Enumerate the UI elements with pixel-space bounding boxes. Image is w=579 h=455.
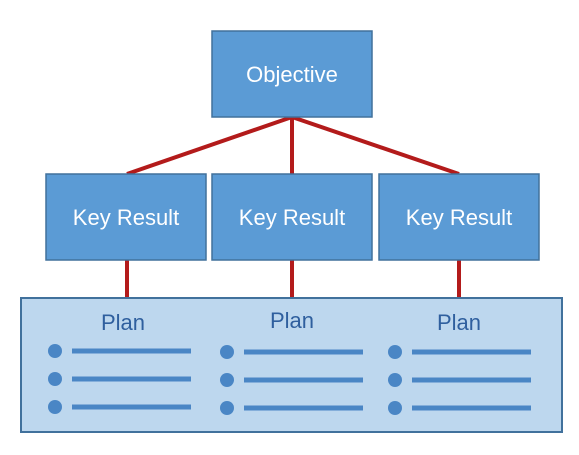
plan-column-3: Plan [388, 310, 531, 415]
plan-column-2: Plan [220, 308, 363, 415]
key-result-node-1: Key Result [45, 173, 207, 261]
plan-title: Plan [437, 310, 481, 335]
key-result-label: Key Result [73, 205, 179, 230]
key-result-label: Key Result [406, 205, 512, 230]
key-result-label: Key Result [239, 205, 345, 230]
plan-bullet-list [220, 345, 363, 415]
plan-connectors [125, 260, 461, 298]
bullet-dot [388, 345, 402, 359]
objective-box [211, 30, 373, 118]
bullet-dot [48, 344, 62, 358]
objective-node: Objective [211, 30, 373, 118]
key-result-box [378, 173, 540, 261]
key-result-node-3: Key Result [378, 173, 540, 261]
key-result-node-2: Key Result [211, 173, 373, 261]
bullet-dot [48, 372, 62, 386]
objective-label: Objective [246, 62, 338, 87]
plan-title: Plan [270, 308, 314, 333]
bullet-dot [220, 345, 234, 359]
bullet-dot [388, 373, 402, 387]
plan-column-1: Plan [48, 310, 191, 414]
bullet-dot [220, 401, 234, 415]
plan-bullet-list [48, 344, 191, 414]
objective-connectors [126, 115, 460, 176]
connector-objective-kr3 [291, 115, 460, 176]
plan-title: Plan [101, 310, 145, 335]
bullet-dot [388, 401, 402, 415]
bullet-dot [48, 400, 62, 414]
plan-bullet-list [388, 345, 531, 415]
key-result-box [45, 173, 207, 261]
key-result-box [211, 173, 373, 261]
bullet-dot [220, 373, 234, 387]
plan-panel: Plan Plan Plan [20, 297, 563, 433]
connector-objective-kr1 [126, 115, 293, 176]
